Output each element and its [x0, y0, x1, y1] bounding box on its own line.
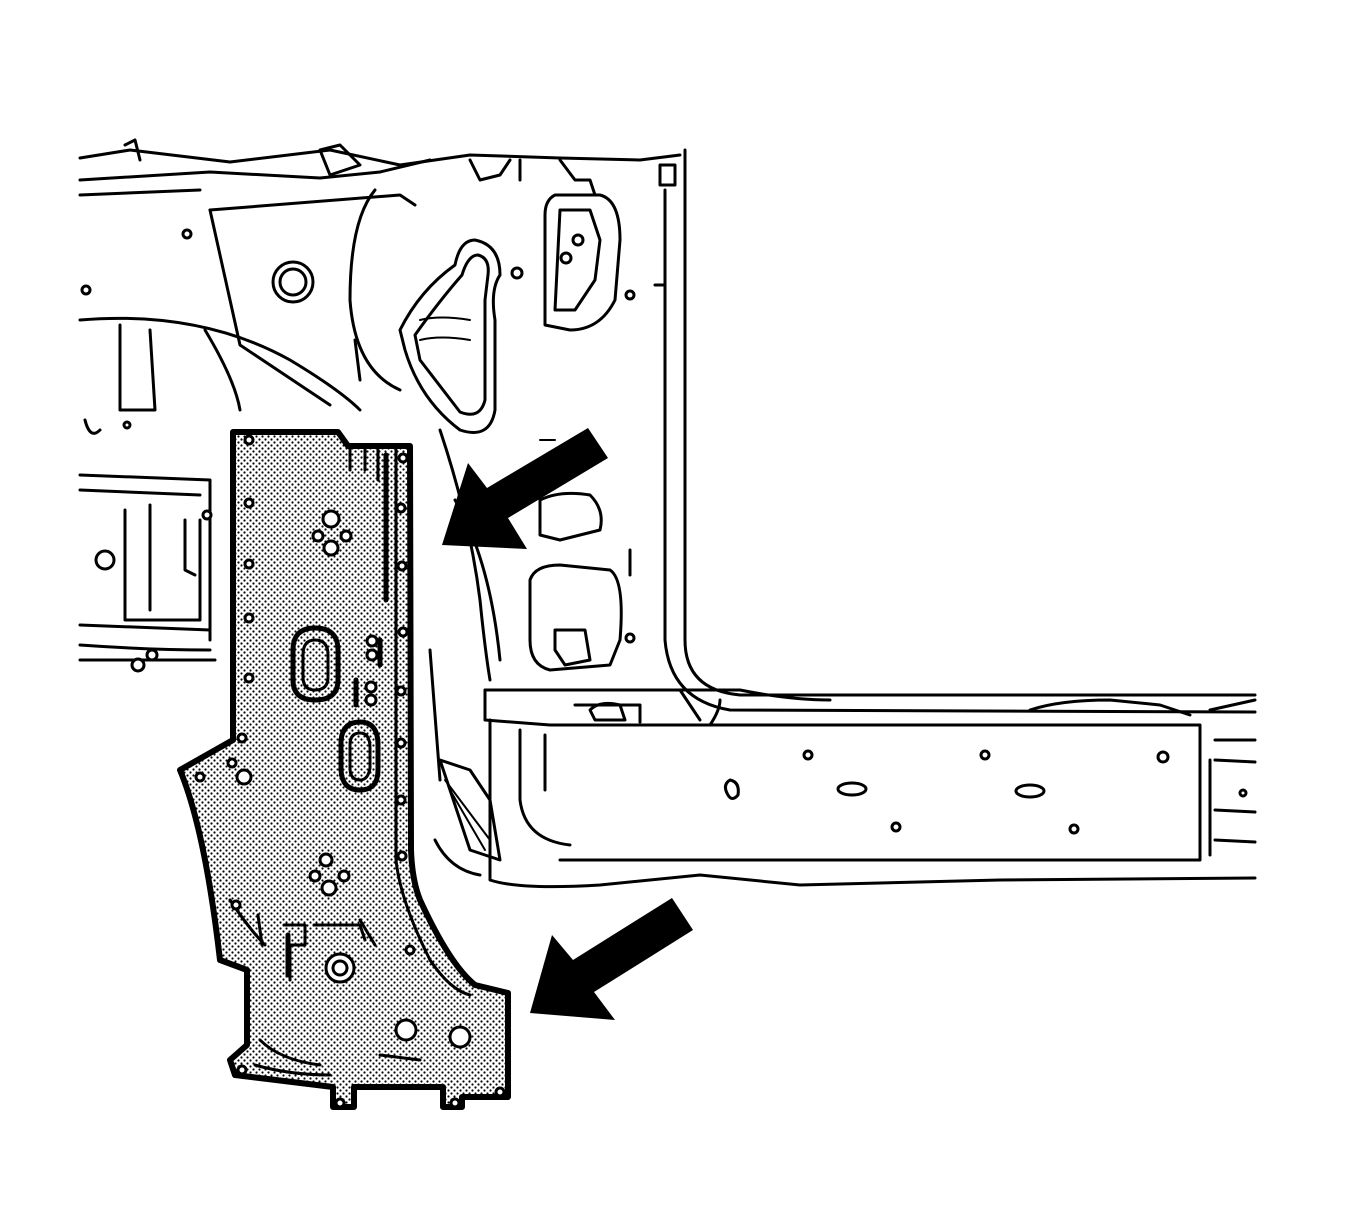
- highlighted-panel: [177, 429, 511, 1110]
- upper-body-structure: [78, 138, 1257, 714]
- rocker-sill-section: [428, 648, 1257, 889]
- lower-arrow: [530, 898, 693, 1020]
- upper-arrow: [442, 428, 608, 549]
